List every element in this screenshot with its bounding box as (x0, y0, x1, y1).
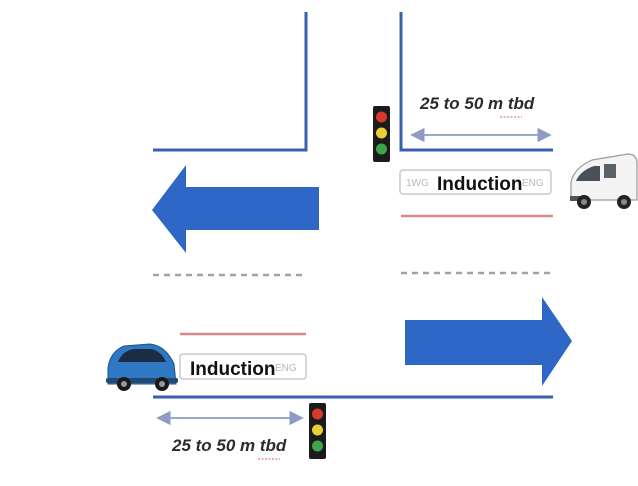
van-bumper (570, 196, 584, 201)
center-lines (153, 271, 553, 277)
induction-loop-upper: 1WG Induction ENG (399, 169, 552, 195)
induction-faint-right-upper: ENG (522, 178, 544, 189)
induction-box-upper (399, 169, 552, 195)
distance-label-lower: 25 to 50 m tbd (171, 436, 287, 455)
van-windshield (576, 166, 600, 181)
upper-right-group: 25 to 50 m tbd 1WG Induction ENG (373, 94, 638, 209)
road-edge-northwest (153, 12, 308, 152)
induction-loop-lower: Induction ENG (179, 353, 307, 380)
car-rear-hub (159, 381, 165, 387)
signal-red-lamp (312, 408, 323, 420)
arrow-right-icon (405, 297, 572, 386)
induction-faint-right-lower: ENG (275, 363, 297, 374)
signal-green-lamp (376, 143, 387, 155)
signal-green-lamp (312, 440, 323, 452)
traffic-light-icon (309, 403, 326, 459)
van-side-window (604, 164, 616, 178)
traffic-light-icon (373, 106, 390, 162)
van-rear-hub (621, 199, 627, 205)
car-window (118, 349, 166, 362)
van-icon (570, 153, 638, 209)
induction-box-lower (179, 353, 307, 380)
induction-label-lower: Induction (190, 359, 275, 380)
signal-red-lamp (376, 111, 387, 123)
road-edges (153, 12, 553, 399)
road-edge-northeast (399, 12, 553, 152)
signal-yellow-lamp (376, 127, 387, 139)
distance-label-upper: 25 to 50 m tbd (419, 94, 535, 113)
induction-faint-left-upper: 1WG (406, 178, 429, 189)
induction-label-upper: Induction (437, 174, 522, 195)
car-icon (106, 343, 178, 391)
signal-yellow-lamp (312, 424, 323, 436)
arrow-left-icon (152, 165, 319, 253)
car-front-hub (121, 381, 127, 387)
van-front-hub (581, 199, 587, 205)
lower-left-group: Induction ENG 25 to 50 m tbd (106, 343, 326, 460)
